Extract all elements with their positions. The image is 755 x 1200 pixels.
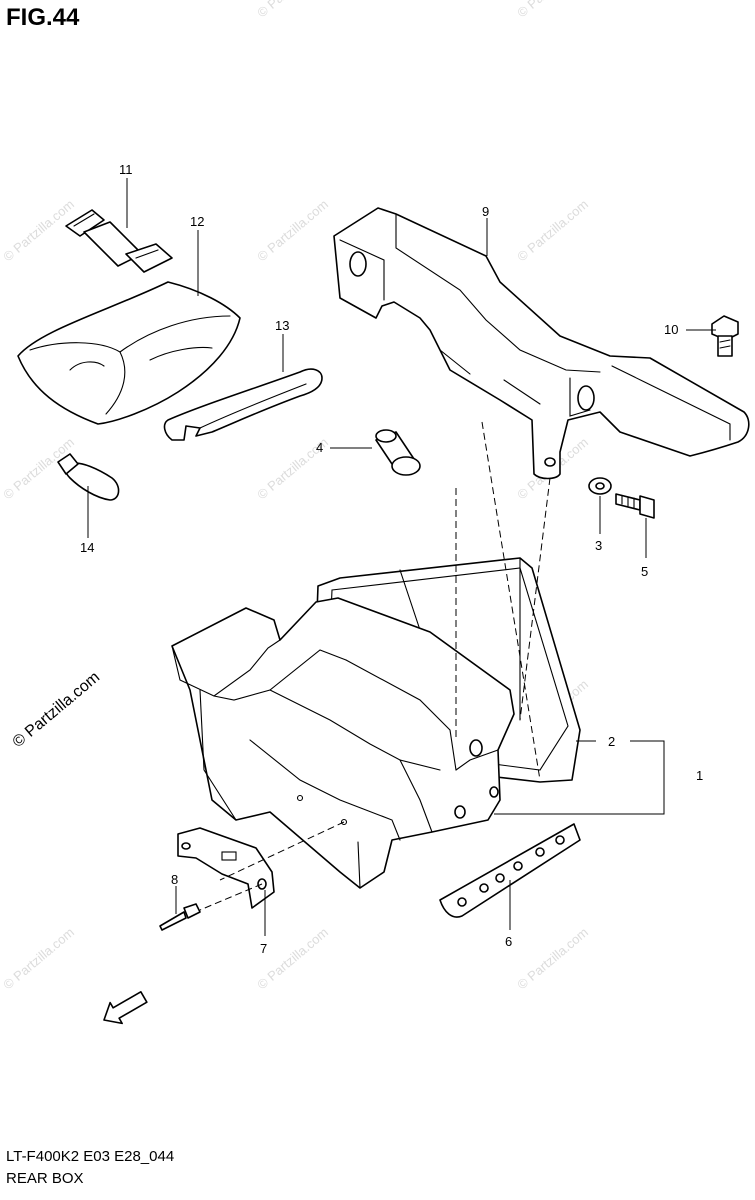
callout-1: 1 bbox=[696, 768, 703, 783]
callout-5: 5 bbox=[641, 564, 648, 579]
part-11-strap bbox=[65, 209, 173, 273]
callout-10: 10 bbox=[664, 322, 678, 337]
figure-code: LT-F400K2 E03 E28_044 bbox=[6, 1148, 175, 1165]
callout-6: 6 bbox=[505, 934, 512, 949]
callout-11: 11 bbox=[119, 162, 133, 177]
callout-12: 12 bbox=[190, 214, 204, 229]
part-13-hook bbox=[163, 368, 323, 441]
part-12-cover bbox=[17, 281, 241, 425]
watermark: © Partzilla.com bbox=[0, 924, 77, 992]
part-4-collar bbox=[375, 429, 421, 476]
assembly-lines bbox=[199, 421, 551, 911]
part-9-bracket bbox=[333, 207, 750, 480]
watermark-main: © Partzilla.com bbox=[10, 669, 104, 751]
watermark: © Partzilla.com bbox=[0, 196, 77, 264]
callout-2: 2 bbox=[608, 734, 615, 749]
callout-labels: 1 2 3 4 5 6 7 8 9 10 11 12 13 14 bbox=[80, 162, 703, 956]
watermark: © Partzilla.com bbox=[514, 196, 591, 264]
watermark-layer: © Partzilla.com © Partzilla.com © Partzi… bbox=[0, 0, 591, 992]
watermark: © Partzilla.com bbox=[254, 196, 331, 264]
callout-9: 9 bbox=[482, 204, 489, 219]
part-7-stay bbox=[177, 827, 275, 909]
watermark: © Partzilla.com bbox=[514, 0, 591, 20]
watermark: © Partzilla.com bbox=[254, 924, 331, 992]
figure-title: FIG.44 bbox=[6, 4, 80, 31]
callout-7: 7 bbox=[260, 941, 267, 956]
part-6-plate bbox=[439, 823, 581, 918]
part-5-screw bbox=[615, 493, 655, 519]
callout-8: 8 bbox=[171, 872, 178, 887]
watermark: © Partzilla.com bbox=[514, 924, 591, 992]
callout-13: 13 bbox=[275, 318, 289, 333]
figure-name: REAR BOX bbox=[6, 1170, 84, 1187]
callout-3: 3 bbox=[595, 538, 602, 553]
part-14-grommet bbox=[57, 453, 120, 501]
callout-14: 14 bbox=[80, 540, 94, 555]
leader-lines bbox=[87, 178, 716, 936]
part-10-bolt bbox=[711, 315, 739, 357]
fwd-direction-arrow: FWD bbox=[103, 991, 148, 1025]
part-3-washer bbox=[588, 477, 612, 495]
part-1-rear-box bbox=[171, 597, 515, 889]
callout-4: 4 bbox=[316, 440, 323, 455]
part-8-pin bbox=[159, 903, 201, 931]
watermark: © Partzilla.com bbox=[254, 0, 331, 20]
